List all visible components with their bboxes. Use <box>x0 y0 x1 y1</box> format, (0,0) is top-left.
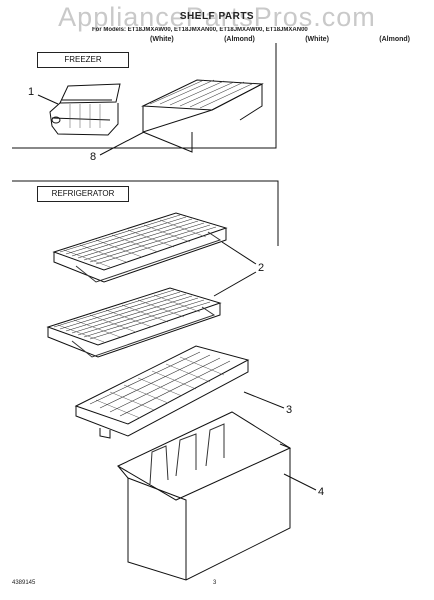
callout-2: 2 <box>258 262 265 274</box>
variant-label: (White) <box>150 36 174 43</box>
callout-4: 4 <box>318 486 325 498</box>
models-line: For Models: ET18JMXAW00, ET18JMXAN00, ET… <box>92 27 308 33</box>
variant-label: (Almond) <box>379 36 410 43</box>
callout-3-arrow <box>243 391 285 409</box>
freezer-bin-part <box>49 83 121 136</box>
refrigerator-section-label: REFRIGERATOR <box>37 186 129 202</box>
variant-labels: (White) (Almond) (White) (Almond) <box>150 36 410 43</box>
callout-1-arrow <box>37 94 59 105</box>
doc-number: 4389145 <box>12 580 36 586</box>
freezer-frame <box>12 43 277 149</box>
crisper-drawer-part <box>116 411 292 581</box>
callout-1: 1 <box>28 86 35 98</box>
freezer-section-label: FREEZER <box>37 52 129 68</box>
variant-label: (Almond) <box>224 36 255 43</box>
freezer-shelf-part <box>141 79 264 153</box>
page-number: 3 <box>213 580 217 586</box>
variant-label: (White) <box>305 36 329 43</box>
callout-2-arrow-b <box>213 271 257 297</box>
upper-wire-shelf-part <box>52 212 228 283</box>
callout-2-arrow-a <box>221 241 257 265</box>
page-title: SHELF PARTS <box>179 11 255 22</box>
callout-4-arrow <box>283 473 317 491</box>
callout-3: 3 <box>286 404 293 416</box>
lower-wire-shelf-part <box>46 287 222 358</box>
callout-8: 8 <box>90 151 97 163</box>
callout-8-arrow <box>99 131 145 156</box>
crisper-cover-part <box>74 345 250 439</box>
refrigerator-frame <box>12 180 279 246</box>
